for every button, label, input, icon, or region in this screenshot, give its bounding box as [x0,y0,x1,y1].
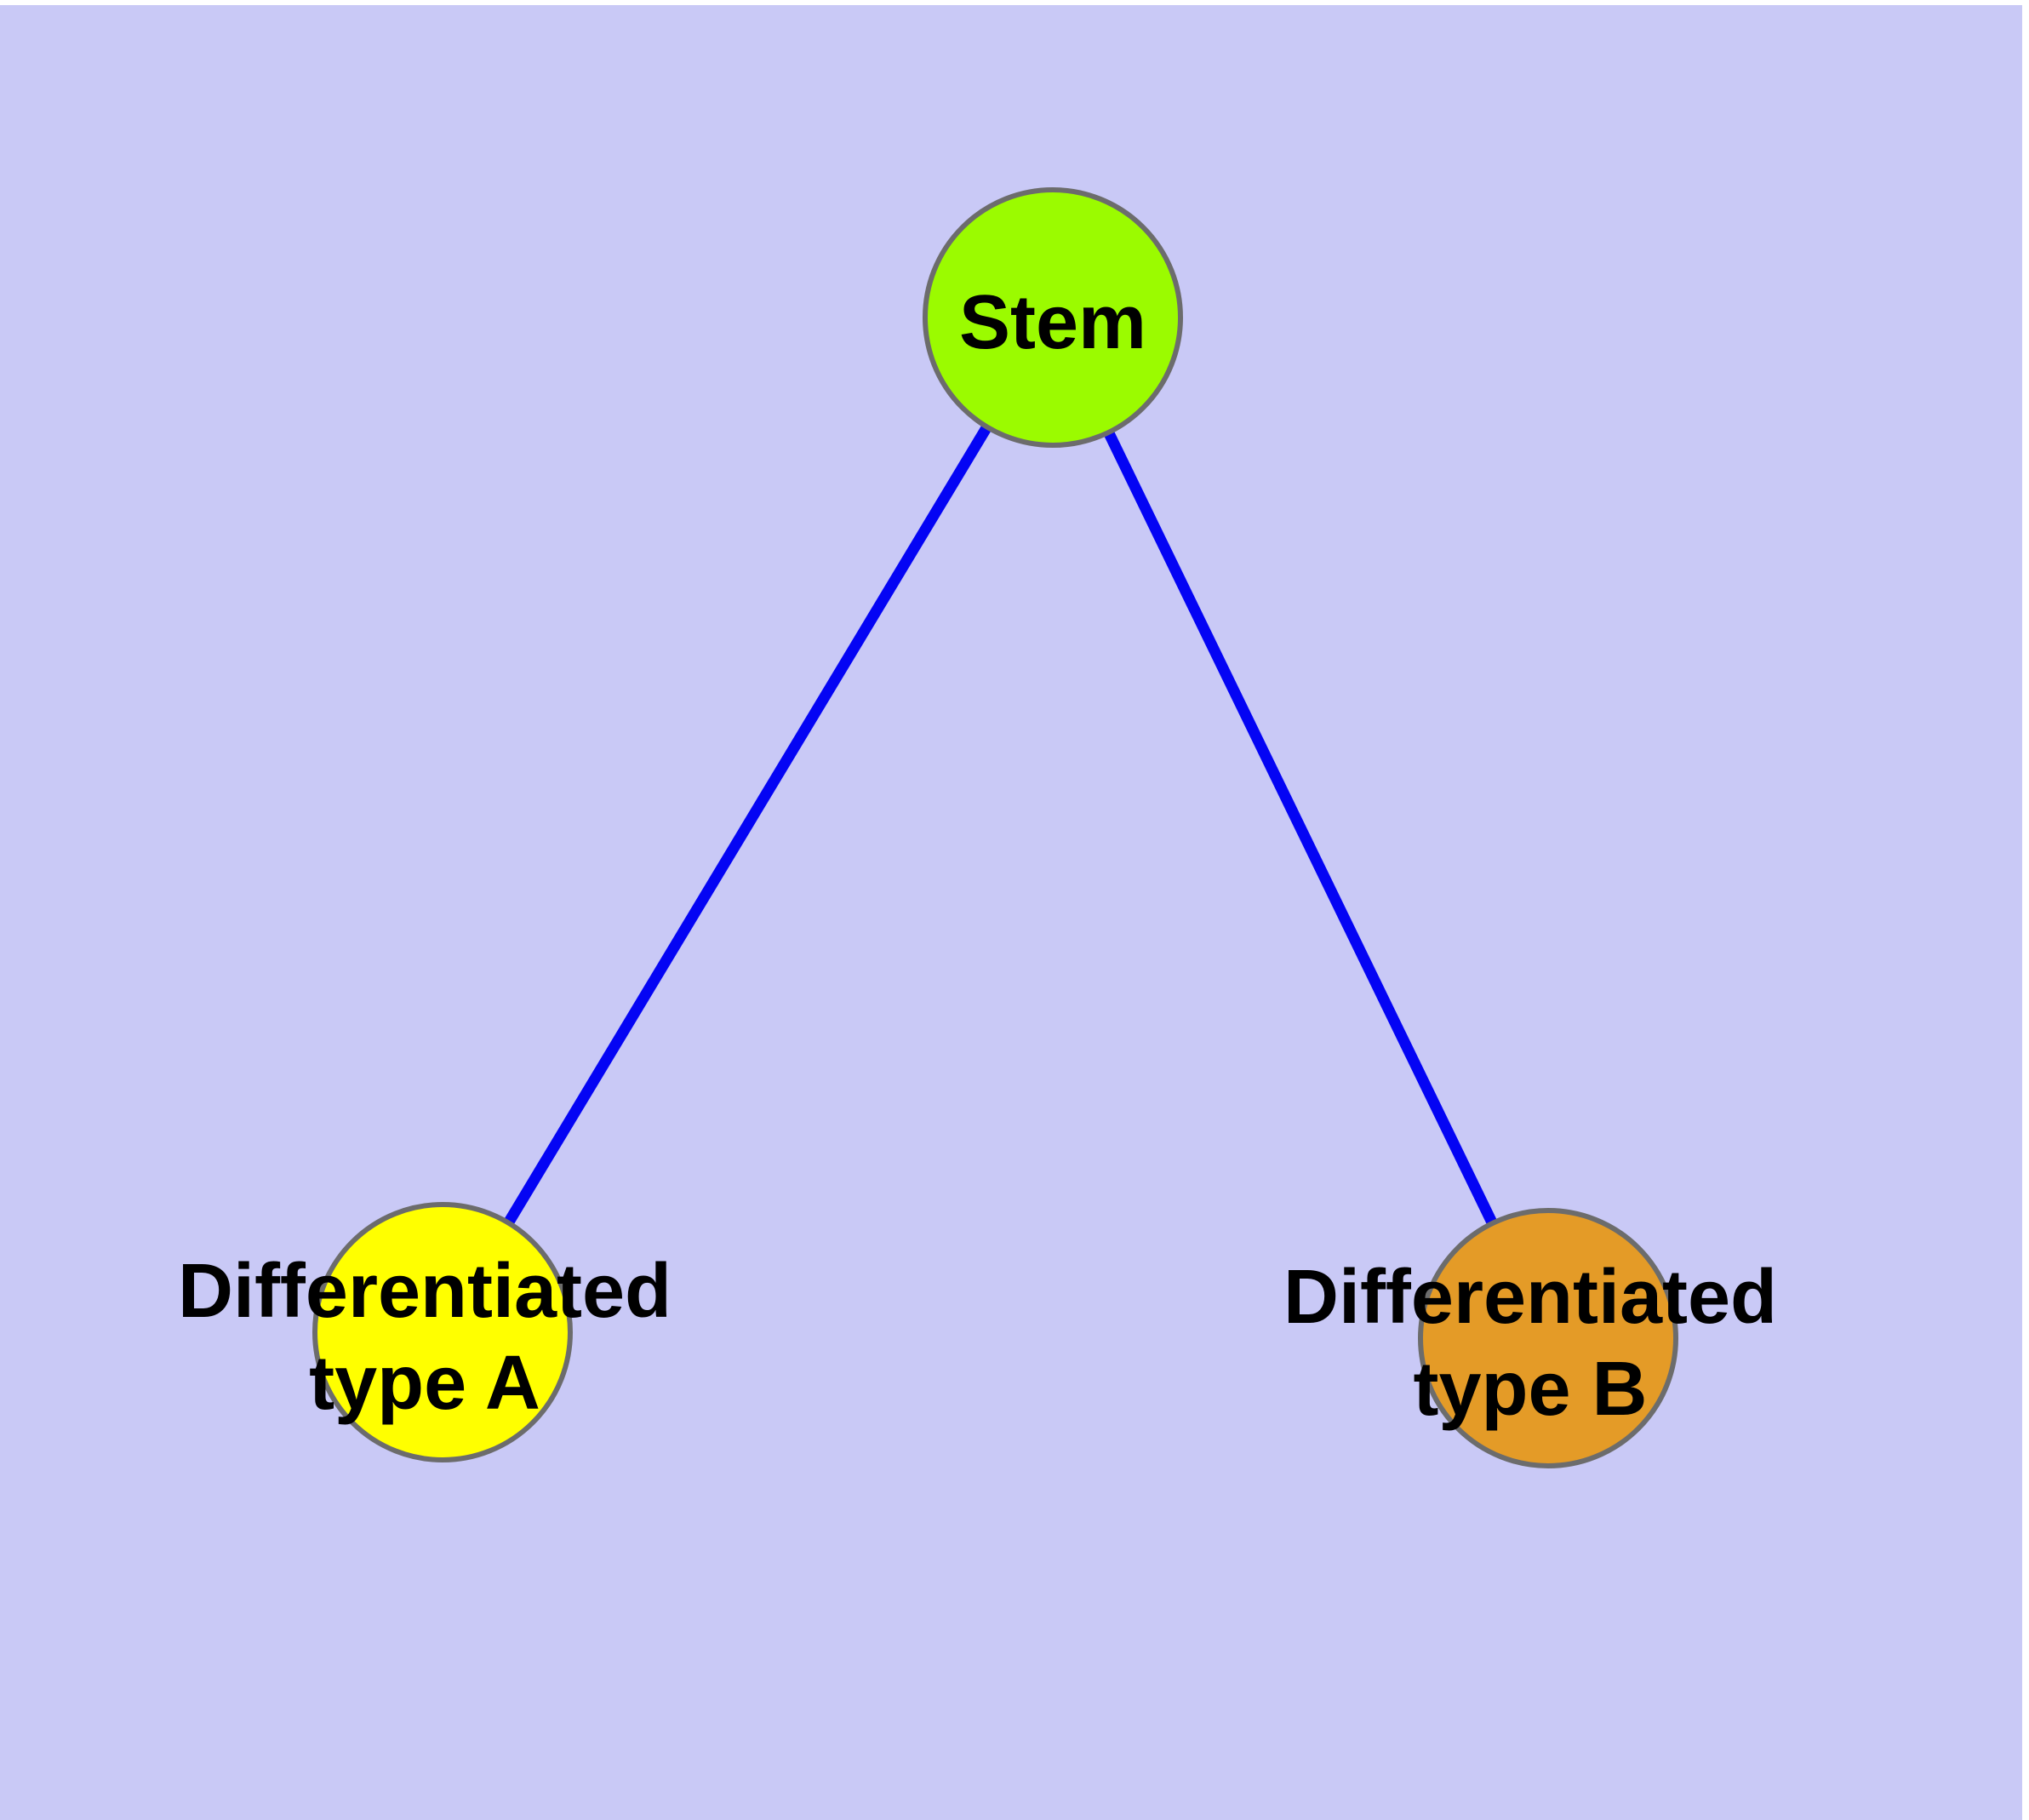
node-stem-label: Stem [959,280,1146,365]
edge-stem-to-type-b [1048,315,1553,1341]
node-stem-circle [923,187,1183,448]
edge-stem-to-type-a [437,314,1058,1336]
node-type-a-label-line1: Differentiated [178,1249,672,1334]
node-type-b-label-line1: Differentiated [1283,1255,1777,1340]
node-type-b-label-line2: type B [1413,1347,1647,1432]
node-type-a-label-line2: type A [309,1341,540,1426]
node-type-a-circle [312,1202,573,1462]
node-type-b-circle [1418,1208,1678,1468]
